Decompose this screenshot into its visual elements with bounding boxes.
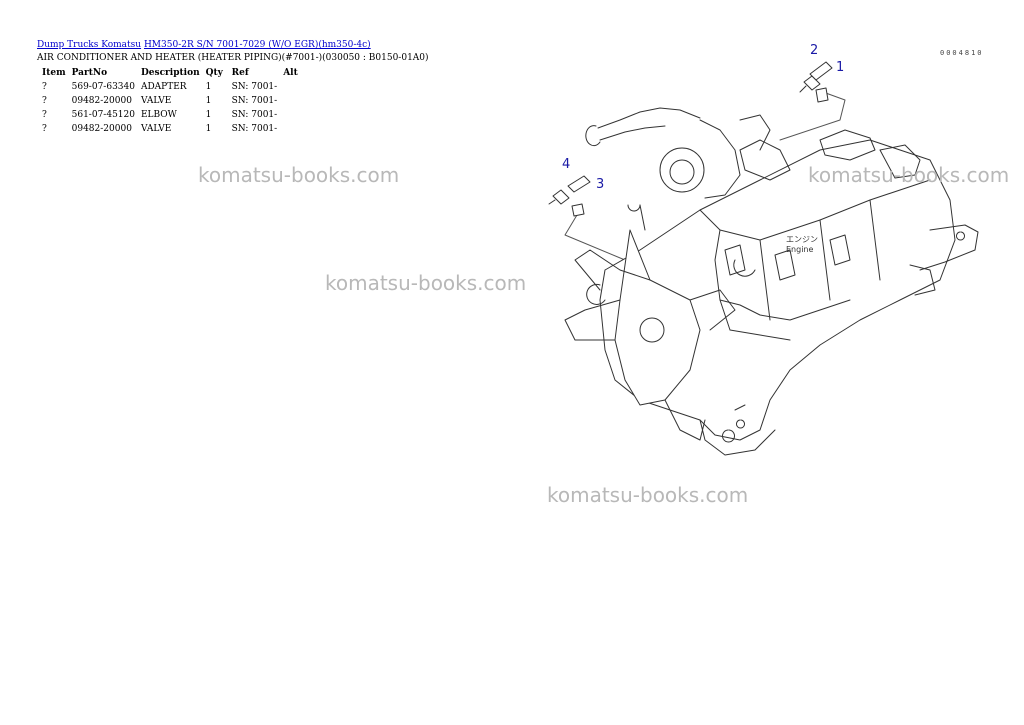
engine-fan	[564, 204, 736, 441]
cell-partno: 09482-20000	[71, 123, 132, 134]
breadcrumb: Dump Trucks Komatsu HM350-2R S/N 7001-70…	[37, 40, 371, 51]
leader-line	[779, 91, 846, 141]
cell-partno: 09482-20000	[71, 95, 132, 106]
watermark: komatsu-books.com	[325, 271, 527, 295]
col-header-qty: Qty	[205, 67, 223, 78]
col-header-item: Item	[42, 67, 66, 78]
leader-line	[564, 209, 626, 261]
col-header-ref: Ref	[231, 67, 249, 78]
watermark: komatsu-books.com	[808, 163, 1010, 187]
table-row: ? 09482-20000 VALVE 1 SN: 7001-	[37, 122, 301, 136]
page-subtitle: AIR CONDITIONER AND HEATER (HEATER PIPIN…	[37, 53, 429, 63]
cell-description: VALVE	[140, 123, 172, 134]
engine-label-en: Engine	[786, 245, 814, 254]
cell-partno: 561-07-45120	[71, 109, 135, 120]
cell-description: VALVE	[140, 95, 172, 106]
cell-ref: SN: 7001-	[231, 123, 278, 134]
callout-2: 2	[810, 43, 819, 58]
breadcrumb-link-model[interactable]: HM350-2R S/N 7001-7029 (W/O EGR)(hm350-4…	[143, 40, 371, 50]
table-row: ? 561-07-45120 ELBOW 1 SN: 7001-	[37, 108, 301, 122]
engine-label: エンジン Engine	[786, 235, 818, 255]
cell-item: ?	[42, 123, 47, 134]
cell-item: ?	[42, 95, 47, 106]
cell-partno: 569-07-63340	[71, 81, 135, 92]
col-header-alt: Alt	[283, 67, 298, 78]
cell-qty: 1	[205, 81, 212, 92]
cell-qty: 1	[205, 109, 212, 120]
table-row: ? 569-07-63340 ADAPTER 1 SN: 7001-	[37, 80, 301, 94]
cell-qty: 1	[205, 123, 212, 134]
col-header-description: Description	[140, 67, 200, 78]
callout-3: 3	[596, 177, 605, 192]
watermark: komatsu-books.com	[198, 163, 400, 187]
callout-4: 4	[562, 157, 571, 172]
part-adapter-valve-top	[799, 61, 833, 103]
engine-label-jp: エンジン	[786, 235, 818, 244]
cell-description: ADAPTER	[140, 81, 187, 92]
cell-ref: SN: 7001-	[231, 95, 278, 106]
table-header-row: Item PartNo Description Qty Ref Alt	[37, 66, 301, 80]
table-row: ? 09482-20000 VALVE 1 SN: 7001-	[37, 94, 301, 108]
cell-ref: SN: 7001-	[231, 81, 278, 92]
col-header-partno: PartNo	[71, 67, 108, 78]
cell-item: ?	[42, 81, 47, 92]
cell-description: ELBOW	[140, 109, 177, 120]
cell-item: ?	[42, 109, 47, 120]
callout-1: 1	[836, 60, 845, 75]
document-id: 0004810	[940, 49, 984, 57]
part-elbow-valve-left	[548, 175, 591, 217]
cell-ref: SN: 7001-	[231, 109, 278, 120]
cell-qty: 1	[205, 95, 212, 106]
turbocharger	[585, 107, 771, 199]
breadcrumb-link-dump-trucks[interactable]: Dump Trucks Komatsu	[37, 40, 142, 50]
coolant-hoses	[586, 259, 756, 411]
parts-table: Item PartNo Description Qty Ref Alt ? 56…	[37, 66, 301, 136]
watermark: komatsu-books.com	[547, 483, 749, 507]
